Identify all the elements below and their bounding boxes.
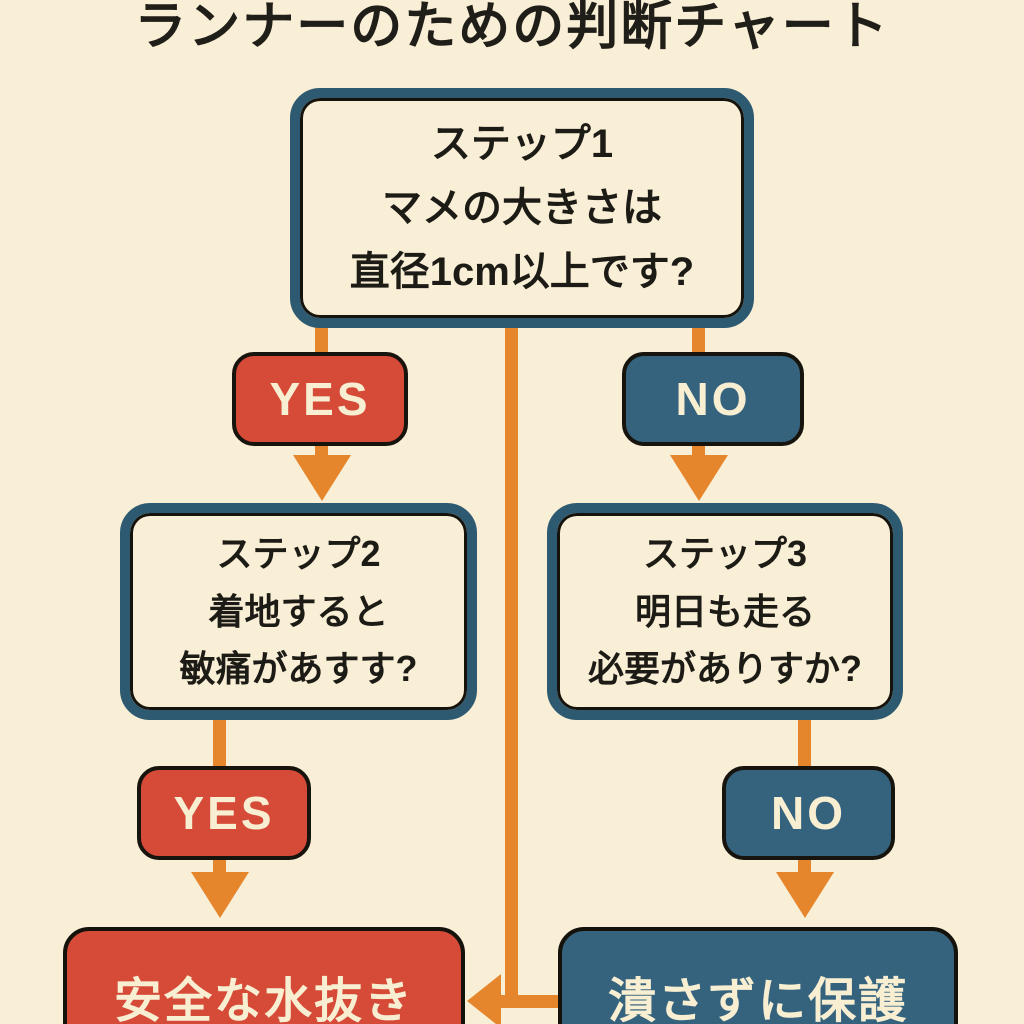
arrowhead-down-to-result-no (776, 872, 834, 918)
result-box-safe-drain: 安全な水抜き (63, 927, 465, 1024)
step1-text-line2: 直径1cm以上です? (349, 250, 695, 294)
step3-no-badge: NO (722, 766, 895, 860)
step1-question-box: ステップ1 マメの大きさは 直径1cm以上です? (290, 88, 754, 328)
connector-step1-to-bottom (505, 308, 518, 1008)
arrowhead-down-to-result-yes (191, 872, 249, 918)
step2-text-line1: 着地すると (208, 590, 389, 632)
page-title: ランナーのための判断チャート (134, 0, 890, 56)
step1-title: ステップ1 (430, 122, 614, 166)
step3-text-line1: 明日も走る (634, 590, 815, 632)
step2-question-box: ステップ2 着地すると 敏痛があすす? (120, 503, 477, 720)
arrowhead-down-to-step2 (293, 455, 351, 501)
arrowhead-down-to-step3 (670, 455, 728, 501)
step1-yes-badge: YES (232, 352, 408, 446)
step3-title: ステップ3 (642, 533, 808, 575)
step2-title: ステップ2 (216, 533, 381, 575)
step2-yes-badge: YES (137, 766, 311, 860)
step3-text-line2: 必要がありすか? (588, 648, 862, 690)
step1-no-badge: NO (622, 352, 804, 446)
result-box-protect: 潰さずに保護 (558, 927, 958, 1024)
step3-question-box: ステップ3 明日も走る 必要がありすか? (547, 503, 903, 720)
arrowhead-left-to-result-yes (467, 974, 501, 1024)
step2-text-line2: 敏痛があすす? (179, 648, 418, 690)
step1-text-line1: マメの大きさは (382, 186, 662, 230)
connector-bottom-horizontal (490, 995, 568, 1008)
